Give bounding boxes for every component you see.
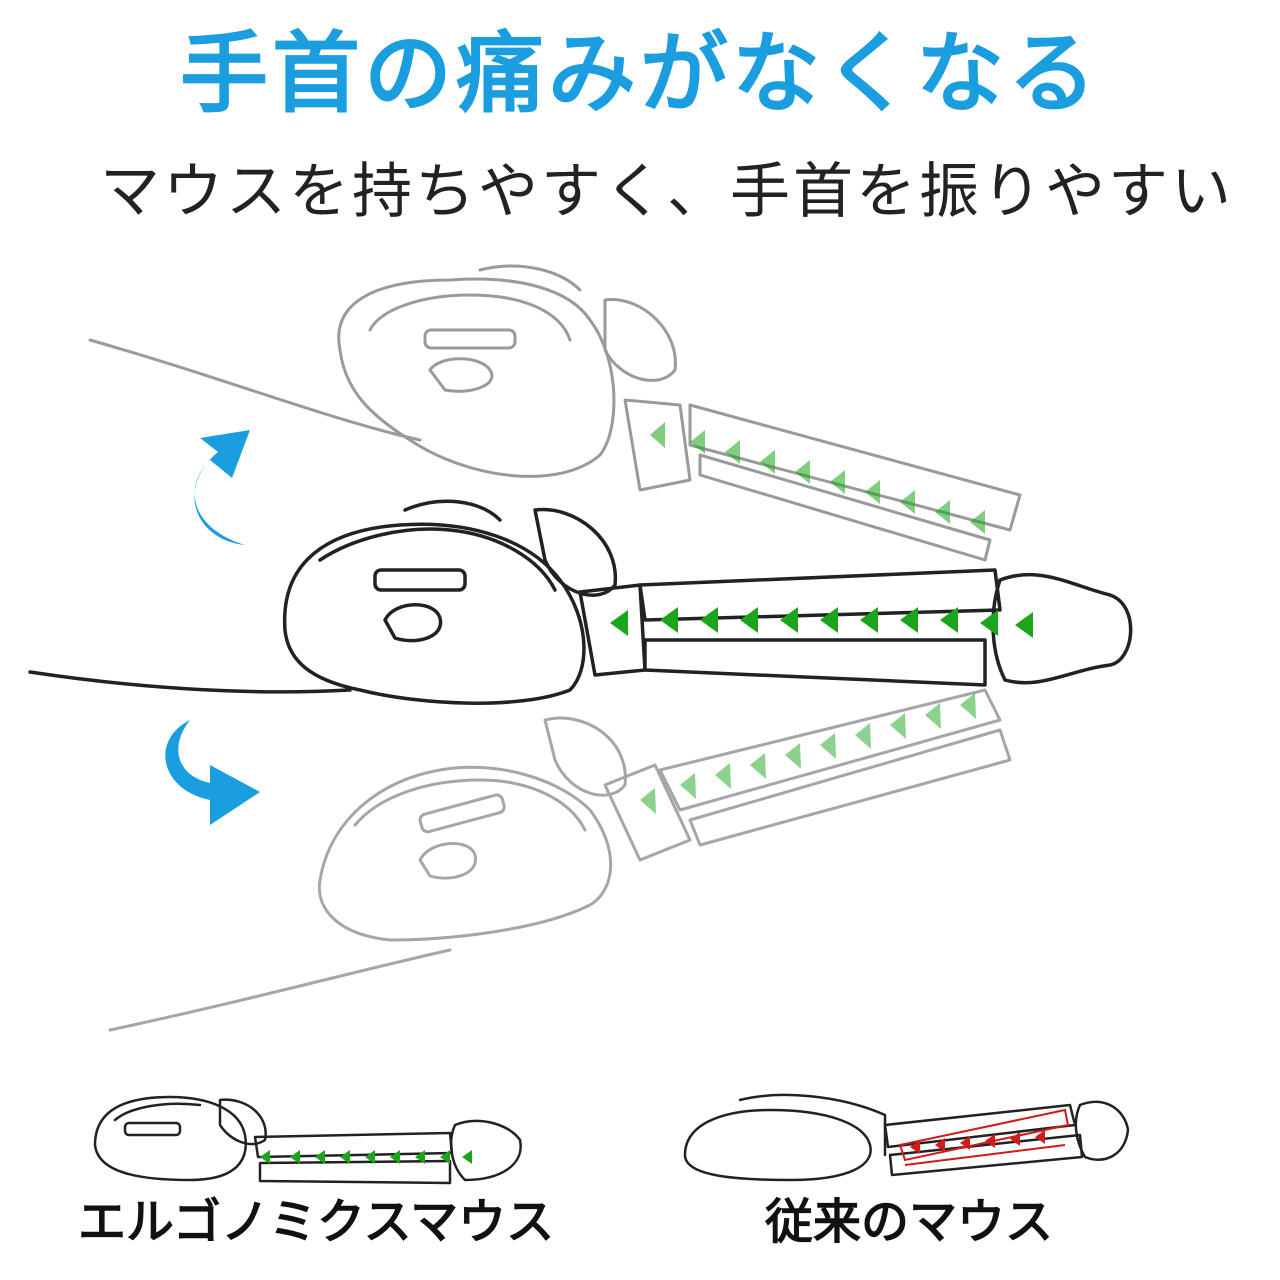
upper-hand-faded <box>88 264 1022 562</box>
lower-force-arrow <box>820 733 836 759</box>
middle-mouse-button <box>373 568 467 592</box>
subheadline: マウスを持ちやすく、手首を振りやすい <box>100 157 1234 227</box>
middle-force-arrow <box>1015 612 1033 638</box>
upper-mouse-button <box>423 328 517 350</box>
middle-mouse-body <box>282 522 586 705</box>
middle-hand <box>28 499 1133 705</box>
lower-wrist-bone <box>603 763 692 862</box>
middle-force-arrow <box>700 607 718 633</box>
upper-force-arrow <box>650 422 665 448</box>
middle-wrist-bone <box>578 583 647 677</box>
mini-ergo-mouse-body <box>93 1095 248 1182</box>
lower-radius <box>658 688 1002 812</box>
lower-forearm-outline <box>108 948 452 1032</box>
curved-arrow-up-icon <box>194 430 250 545</box>
lower-mouse-grip <box>353 778 587 832</box>
middle-hand-back <box>403 499 502 522</box>
middle-force-arrow <box>660 607 678 633</box>
mini-ergo-mouse-button <box>123 1121 182 1137</box>
middle-mouse-thumb <box>383 603 443 643</box>
lower-force-arrow <box>925 703 941 729</box>
lower-mouse-body <box>317 765 613 942</box>
ergonomic-mouse-mini-illustration <box>93 1095 522 1185</box>
middle-ulna <box>643 638 987 687</box>
middle-hand-bone <box>991 572 1133 685</box>
mini-conv-radius <box>883 1103 1077 1149</box>
middle-force-arrow <box>980 610 998 636</box>
caption-conventional-mouse: 従来のマウス <box>765 1194 1054 1250</box>
mini-ergo-hand-bone <box>449 1119 522 1182</box>
middle-thumb-bone <box>533 507 617 597</box>
lower-thumb-bone <box>543 716 627 797</box>
lower-force-arrow <box>750 753 766 779</box>
middle-force-arrow <box>820 607 838 633</box>
middle-force-arrow <box>860 607 878 633</box>
upper-mouse-grip <box>368 293 572 342</box>
lower-force-arrow <box>890 713 906 739</box>
headline: 手首の痛みがなくなる <box>179 22 1100 125</box>
lower-force-arrow <box>640 788 656 814</box>
upper-hand-back <box>478 264 582 292</box>
mini-ergo-ulna <box>258 1159 452 1185</box>
lower-ulna <box>688 728 1012 847</box>
mini-conv-hand <box>738 1093 887 1157</box>
upper-ulna <box>698 453 992 562</box>
middle-force-arrow <box>900 607 918 633</box>
upper-force-arrow <box>970 510 985 534</box>
lower-force-arrow <box>785 743 801 769</box>
lower-force-arrow <box>715 763 731 789</box>
wrist-motion-illustration <box>28 264 1133 1032</box>
mini-conv-force-arrows <box>910 1130 1045 1154</box>
middle-force-arrow <box>940 607 958 633</box>
upper-thumb-bone <box>603 298 677 382</box>
mini-ergo-mouse-grip <box>113 1102 202 1122</box>
upper-radius <box>688 403 1022 532</box>
lower-mouse-thumb <box>418 842 477 880</box>
upper-force-arrow <box>830 470 845 494</box>
upper-force-arrows <box>650 422 985 534</box>
middle-force-arrows <box>610 607 1033 638</box>
middle-force-arrow <box>610 610 628 636</box>
conventional-mouse-mini-illustration <box>683 1093 1130 1182</box>
upper-force-arrow <box>760 450 775 474</box>
lower-hand-faded <box>108 688 1012 1032</box>
middle-forearm-outline <box>28 670 352 694</box>
lower-mouse-button <box>418 793 506 834</box>
upper-wrist-bone <box>623 398 692 492</box>
upper-force-arrow <box>865 480 880 504</box>
upper-force-arrow <box>690 430 705 454</box>
upper-mouse-thumb <box>428 357 494 393</box>
lower-force-arrow <box>960 693 976 719</box>
mini-conv-twisted-bones <box>898 1108 1070 1166</box>
upper-forearm-outline <box>88 338 422 442</box>
mini-ergo-thumb-bone <box>218 1098 267 1146</box>
mini-conv-mouse-body <box>683 1108 872 1182</box>
upper-mouse-body <box>337 277 616 478</box>
middle-force-arrow <box>780 607 798 633</box>
curved-arrow-down-icon <box>165 720 260 825</box>
middle-radius <box>638 568 1002 622</box>
upper-force-arrow <box>725 440 740 464</box>
lower-force-arrows <box>640 693 976 814</box>
lower-force-arrow <box>680 773 696 799</box>
mini-conv-hand-bone <box>1074 1100 1130 1161</box>
mini-ergo-force-arrows <box>260 1150 472 1164</box>
middle-mouse-grip <box>318 527 557 592</box>
upper-force-arrow <box>935 500 950 524</box>
caption-ergonomic-mouse: エルゴノミクスマウス <box>78 1194 555 1250</box>
upper-force-arrow <box>900 490 915 514</box>
middle-force-arrow <box>740 607 758 633</box>
upper-force-arrow <box>795 460 810 484</box>
lower-force-arrow <box>855 723 871 749</box>
